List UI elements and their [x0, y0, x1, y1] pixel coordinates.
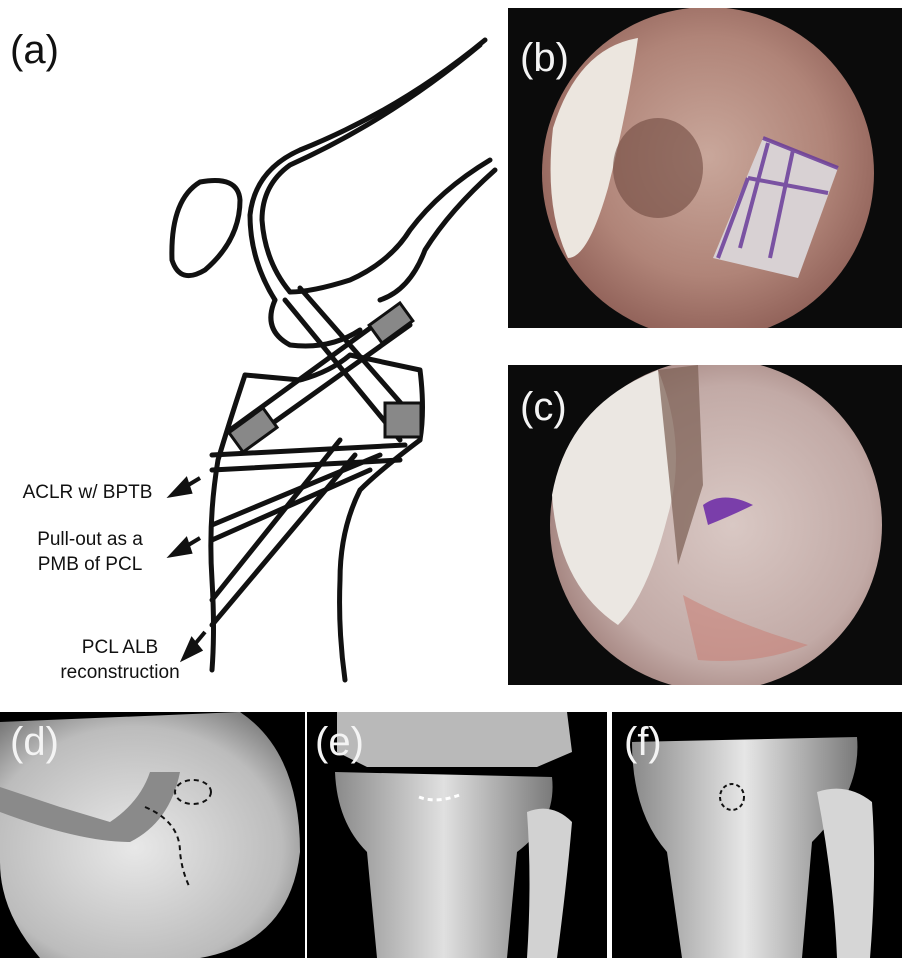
- panel-a-knee-drawing: (a): [0, 0, 500, 690]
- panel-b-label: (b): [520, 38, 569, 78]
- panel-f-label: (f): [624, 722, 662, 762]
- panel-d-3d-ct: (d): [0, 712, 305, 958]
- panel-d-label: (d): [10, 722, 59, 762]
- annotation-pcl-alb-text: PCL ALB reconstruction: [55, 636, 185, 685]
- panel-e-3d-ct: (e): [307, 712, 607, 958]
- arthroscopic-view-c: [508, 365, 902, 685]
- knee-line-drawing: [0, 0, 500, 690]
- annotation-pull-out: Pull-out as a PMB of PCL: [0, 528, 180, 577]
- annotation-pull-out-text: Pull-out as a PMB of PCL: [30, 528, 150, 577]
- panel-f-3d-ct: (f): [612, 712, 902, 958]
- panel-b-arthroscopy: (b): [508, 8, 902, 328]
- annotation-aclr: ACLR w/ BPTB: [0, 481, 175, 506]
- panel-e-label: (e): [315, 722, 364, 762]
- panel-c-arthroscopy: (c): [508, 365, 902, 685]
- annotation-pcl-alb: PCL ALB reconstruction: [0, 636, 240, 685]
- panel-c-label: (c): [520, 387, 567, 427]
